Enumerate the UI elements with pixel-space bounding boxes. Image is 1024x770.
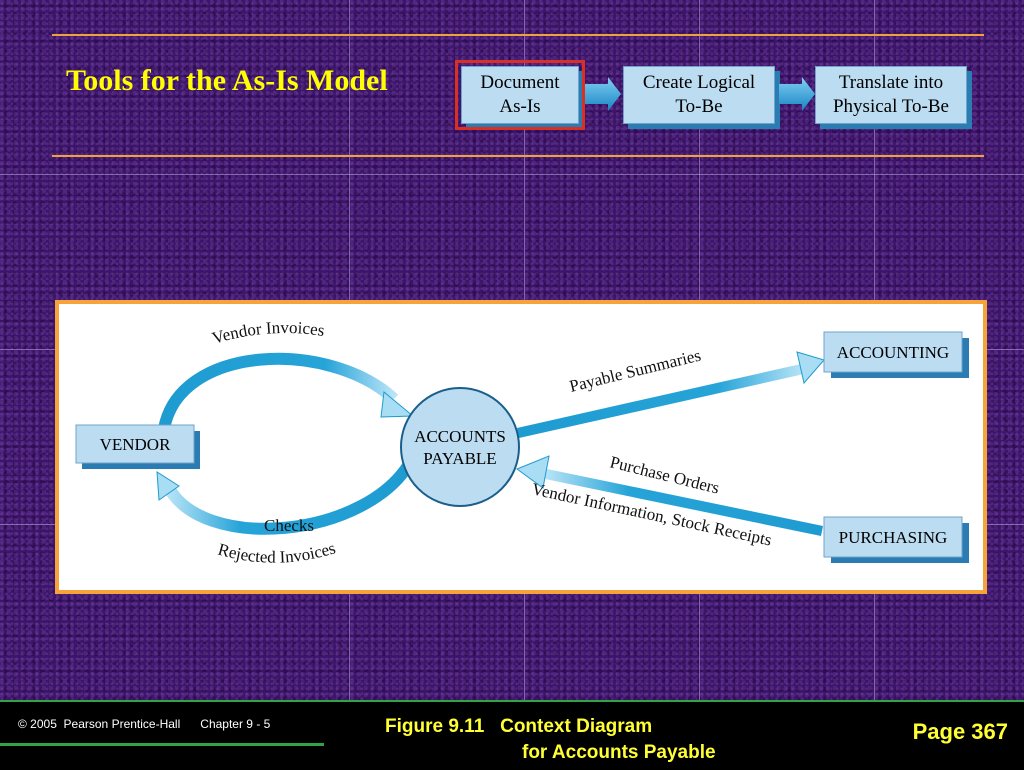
slide-title: Tools for the As-Is Model bbox=[66, 64, 388, 97]
process-label-line-2: PAYABLE bbox=[423, 449, 496, 468]
copyright-text: © 2005 Pearson Prentice-Hall bbox=[18, 717, 181, 731]
flow-checks-rejected bbox=[161, 455, 418, 535]
flow-arrowhead-icon bbox=[796, 351, 825, 385]
arrow-right-icon bbox=[585, 77, 621, 111]
step-line-2: As-Is bbox=[499, 96, 541, 117]
entity-purchasing-label: PURCHASING bbox=[839, 528, 948, 547]
process-accounts-payable bbox=[400, 387, 520, 507]
entity-vendor-label: VENDOR bbox=[100, 435, 171, 454]
flow-payable-summaries bbox=[517, 364, 804, 438]
flow-vendor-invoices bbox=[158, 352, 399, 431]
flow-label-vendor-invoices: Vendor Invoices bbox=[210, 318, 326, 348]
flow-label-checks: Checks bbox=[264, 516, 314, 535]
step-line-1: Translate into bbox=[838, 72, 944, 93]
entity-vendor bbox=[75, 424, 195, 464]
process-label-line-1: ACCOUNTS bbox=[414, 427, 506, 446]
context-diagram: VENDOR ACCOUNTING PURCHASING ACCOUNTS PA… bbox=[55, 300, 987, 594]
step-line-1: Document bbox=[480, 72, 560, 93]
footer-credits: © 2005 Pearson Prentice-Hall Chapter 9 -… bbox=[18, 717, 270, 731]
page-number: Page 367 bbox=[912, 719, 1008, 744]
grid-line bbox=[0, 174, 1024, 175]
flow-label-rejected-invoices: Rejected Invoices bbox=[216, 538, 338, 566]
chapter-text: Chapter 9 - 5 bbox=[200, 717, 271, 731]
figure-caption: Figure 9.11 Context Diagram for Accounts … bbox=[385, 714, 716, 766]
flow-purchase-orders bbox=[545, 469, 823, 536]
top-rule bbox=[52, 34, 984, 36]
step-line-2: Physical To-Be bbox=[832, 96, 949, 117]
footer-bar: © 2005 Pearson Prentice-Hall Chapter 9 -… bbox=[0, 700, 1024, 770]
entity-accounting bbox=[823, 331, 963, 373]
flow-arrowhead-icon bbox=[515, 455, 550, 489]
caption-line-2: for Accounts Payable bbox=[522, 742, 716, 763]
arrow-right-icon bbox=[779, 77, 815, 111]
flow-arrowhead-icon bbox=[380, 391, 415, 418]
footer-underline bbox=[0, 743, 324, 746]
process-arrows bbox=[585, 77, 815, 111]
entity-accounting-label: ACCOUNTING bbox=[837, 343, 949, 362]
step-line-2: To-Be bbox=[675, 96, 723, 117]
bottom-rule bbox=[52, 155, 984, 157]
flow-arrowhead-icon bbox=[156, 471, 180, 501]
entity-purchasing bbox=[823, 516, 963, 558]
caption-line-1: Figure 9.11 Context Diagram bbox=[385, 716, 653, 737]
step-line-1: Create Logical bbox=[642, 72, 756, 93]
flow-label-payable-summaries: Payable Summaries bbox=[567, 346, 702, 396]
